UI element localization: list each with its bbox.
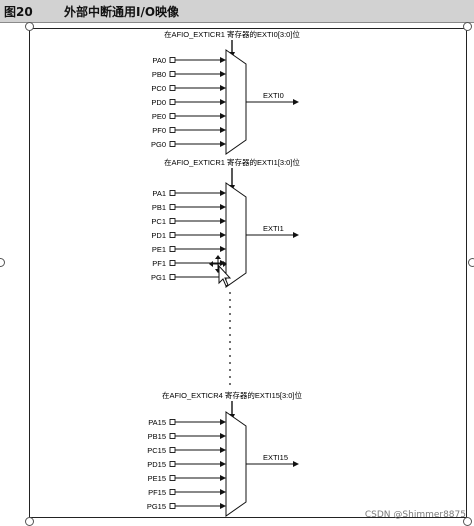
input-pin-box — [169, 141, 176, 147]
mux-block: 在AFIO_EXTICR1 寄存器的EXTI1[3:0]位 PA1PB1PC1PD… — [151, 157, 300, 288]
input-pin-box — [169, 71, 176, 77]
input-pin-label: PA15 — [148, 418, 166, 427]
input-pin-box — [169, 433, 176, 439]
input-pin-label: PB1 — [152, 203, 166, 212]
input-pin-label: PA0 — [152, 56, 166, 65]
input-pin-label: PG0 — [151, 140, 166, 149]
watermark: CSDN @Shimmer8875 — [364, 510, 466, 520]
input-pin-box — [169, 127, 176, 133]
mouse-pointer-icon — [218, 264, 232, 287]
resize-handle-middle-left[interactable] — [0, 258, 5, 267]
mux-block: 在AFIO_EXTICR4 寄存器的EXTI15[3:0]位 PA15PB15PC… — [147, 390, 303, 517]
input-pin-box — [169, 461, 176, 467]
resize-handle-middle-right[interactable] — [468, 258, 474, 267]
mux-block: 在AFIO_EXTICR1 寄存器的EXTI0[3:0]位 PA0PB0PC0PD… — [151, 29, 300, 155]
input-pin-label: PF0 — [152, 126, 166, 135]
input-pin-box — [169, 113, 176, 119]
resize-handle-top-right[interactable] — [463, 22, 472, 31]
input-pin-label: PE0 — [152, 112, 166, 121]
input-pin-label: PC1 — [151, 217, 166, 226]
input-pin-label: PE1 — [152, 245, 166, 254]
output-label: EXTI1 — [263, 224, 284, 233]
mux-caption: 在AFIO_EXTICR1 寄存器的EXTI1[3:0]位 — [164, 157, 300, 167]
output-label: EXTI15 — [263, 453, 288, 462]
diagram-frame — [29, 28, 467, 518]
input-pin-box — [169, 419, 176, 425]
figure-title: 外部中断通用I/O映像 — [64, 5, 180, 19]
input-pin-box — [169, 190, 176, 196]
input-pin-box — [169, 232, 176, 238]
input-pin-label: PE15 — [148, 474, 166, 483]
output-label: EXTI0 — [263, 91, 284, 100]
input-pin-label: PD15 — [147, 460, 166, 469]
figure-header: 图20 外部中断通用I/O映像 — [0, 0, 474, 23]
mux-caption: 在AFIO_EXTICR1 寄存器的EXTI0[3:0]位 — [164, 29, 300, 39]
input-pin-box — [169, 503, 176, 509]
input-pin-box — [169, 447, 176, 453]
input-pin-box — [169, 57, 176, 63]
resize-handle-top-left[interactable] — [25, 22, 34, 31]
input-pin-label: PF1 — [152, 259, 166, 268]
input-pin-box — [169, 218, 176, 224]
mux-shape — [225, 182, 247, 288]
input-pin-label: PC15 — [147, 446, 166, 455]
mux-shape — [225, 411, 247, 517]
input-pin-box — [169, 99, 176, 105]
input-pin-label: PD0 — [151, 98, 166, 107]
mux-shape — [225, 49, 247, 155]
input-pin-label: PG15 — [147, 502, 166, 511]
input-pin-box — [169, 475, 176, 481]
input-pin-box — [169, 274, 176, 280]
input-pin-label: PF15 — [148, 488, 166, 497]
input-pin-label: PB0 — [152, 70, 166, 79]
input-pin-box — [169, 489, 176, 495]
input-pin-box — [169, 260, 176, 266]
input-pin-label: PC0 — [151, 84, 166, 93]
input-pin-label: PD1 — [151, 231, 166, 240]
input-pin-box — [169, 246, 176, 252]
input-pin-label: PB15 — [148, 432, 166, 441]
input-pin-label: PA1 — [152, 189, 166, 198]
figure-label: 图20 — [4, 5, 33, 19]
input-pin-box — [169, 85, 176, 91]
move-cursor-icon — [209, 255, 227, 273]
input-pin-label: PG1 — [151, 273, 166, 282]
input-pin-box — [169, 204, 176, 210]
mux-caption: 在AFIO_EXTICR4 寄存器的EXTI15[3:0]位 — [162, 390, 303, 400]
